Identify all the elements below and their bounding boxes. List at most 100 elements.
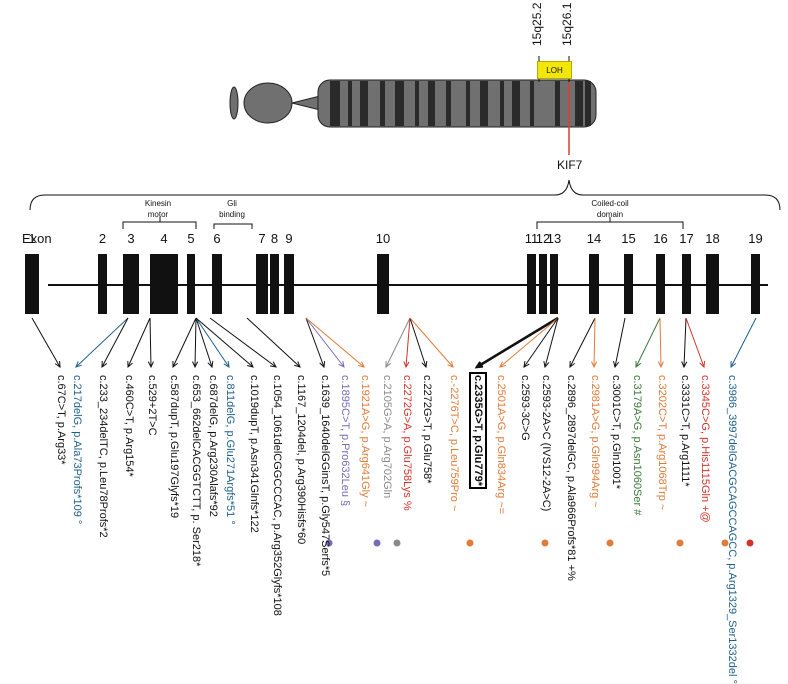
- variant-label-1: c.67C>T, p.Arg33*: [55, 375, 67, 465]
- variant-arrowhead-15: [358, 361, 365, 368]
- variant-arrowhead-31: [730, 360, 737, 369]
- exon-number-10: 10: [375, 231, 391, 246]
- exon-number-16: 16: [653, 231, 668, 246]
- chromosome-band-8: [446, 81, 451, 126]
- exon-18: [706, 254, 719, 314]
- exon-number-13: 13: [546, 231, 562, 246]
- gene-brace: [29, 179, 781, 211]
- variant-label-12: c.1167_1204del, p.Arg390Hisfs*60: [295, 375, 307, 545]
- variant-arrowhead-29: [681, 361, 688, 369]
- exon-axis-title: Exon: [22, 231, 52, 246]
- short-arm: [243, 82, 293, 124]
- chromosome-band-4: [380, 81, 385, 126]
- chromosome-band-11: [500, 81, 504, 126]
- chromosome-band-12: [512, 81, 520, 126]
- variant-arrow-1: [31, 317, 61, 368]
- variant-arrowhead-26: [613, 361, 620, 369]
- dot-marker-2: [373, 539, 381, 547]
- variant-label-31: c.3986_3997delGACGCAGCCAGCC, p.Arg1329_S…: [726, 375, 738, 684]
- variant-label-9: c.811delG, p.Glu271Argfs*51 °: [224, 375, 236, 525]
- variant-label-6: c.587dupT, p.Glu197Glyfs*19: [168, 375, 180, 519]
- exon-number-2: 2: [98, 231, 107, 246]
- exon-number-1: 1: [28, 231, 36, 246]
- exon-8: [270, 254, 279, 314]
- exon-1: [25, 254, 39, 314]
- variant-label-4: c.460C>T, p.Arg154*: [123, 375, 135, 477]
- centromere: [291, 95, 321, 111]
- variant-arrow-13: [305, 317, 325, 368]
- chromosome-band-9: [466, 81, 470, 126]
- variant-arrowhead-5: [147, 361, 154, 369]
- coiled-bracket: [536, 221, 684, 229]
- variant-arrow-5: [149, 317, 152, 368]
- chromosome-band-13: [530, 81, 534, 126]
- variant-label-27: c.3179A>G, p.Asn1060Ser #: [631, 375, 643, 516]
- exon-7: [256, 254, 268, 314]
- long-arm: [317, 79, 597, 128]
- exon-number-9: 9: [285, 231, 293, 246]
- variant-label-17: c.2272G>A, p.Glu758Lys %: [401, 375, 413, 511]
- band-label-15q25-2: 15q25.2: [530, 2, 544, 46]
- chromosome-band-3: [360, 81, 368, 126]
- chromosome-band-7: [428, 81, 435, 126]
- variant-arrow-14: [305, 317, 345, 368]
- domain-coiled-label: Coiled-coil domain: [591, 199, 629, 219]
- variant-arrowhead-18: [421, 360, 428, 369]
- variant-label-13: c.1639_1640delGGinsT, p.Gly547Serfs*5: [319, 375, 331, 577]
- variant-arrow-31: [730, 317, 757, 368]
- variant-label-28: c.3202C>T, p.Arg1068Trp ~: [656, 375, 668, 511]
- variant-label-15: c.1921A>G, p.Arg641Gly ~: [359, 375, 371, 508]
- exon-10: [377, 254, 389, 314]
- exon-number-11: 11: [524, 231, 539, 246]
- variant-label-24: c.2896_2897delGC, p.Ala966Profs*81 +%: [565, 375, 577, 581]
- variant-arrow-20: [476, 316, 559, 369]
- variant-label-25: c.2981A>G, p.Gln994Arg ~: [589, 375, 601, 508]
- variant-arrowhead-27: [635, 360, 642, 369]
- exon-2: [98, 254, 107, 314]
- variant-arrow-9: [195, 317, 230, 368]
- exon-17: [682, 254, 691, 314]
- variant-label-20: c.2335G>T, p.Glu779*: [471, 347, 485, 514]
- variant-arrow-3: [101, 317, 129, 368]
- variant-arrow-28: [659, 317, 662, 368]
- dot-marker-3: [393, 539, 401, 547]
- variant-arrow-30: [685, 317, 705, 368]
- dot-marker-6: [606, 539, 614, 547]
- variant-arrowhead-1: [54, 360, 61, 368]
- gli-bracket: [213, 223, 253, 229]
- variant-label-21: c.2501A>G, p.Gln834Arg ~=: [495, 375, 507, 515]
- chromosome-band-5: [395, 81, 404, 126]
- kif7-diagram: [25, 56, 781, 547]
- exon-19: [751, 254, 760, 314]
- variant-label-26: c.3001C>T, p.Gln1001*: [610, 375, 622, 490]
- variant-arrowhead-12: [294, 361, 301, 368]
- variant-arrowhead-16: [385, 360, 392, 369]
- variant-label-8: c.687delG, p.Arg230Alafs*92: [207, 375, 219, 517]
- variant-arrowhead-28: [657, 361, 664, 369]
- variant-label-23: c.2593-2A>C (IVS12-2A>C): [540, 375, 552, 512]
- exon-9: [284, 254, 294, 314]
- variant-label-3: c.233_234delTC, p.Leu78Profs*2: [97, 375, 109, 538]
- variant-arrowhead-30: [699, 360, 706, 369]
- variant-arrow-12: [246, 317, 301, 368]
- kinesin-bracket: [122, 221, 197, 229]
- dot-marker-8: [721, 539, 729, 547]
- variant-arrowhead-21: [499, 361, 506, 368]
- variant-arrowhead-8: [207, 360, 214, 369]
- variant-arrowhead-11: [270, 361, 277, 368]
- variant-label-22: c.2593-3C>G: [519, 375, 531, 441]
- exon-14: [589, 254, 599, 314]
- chromosome-band-10: [480, 81, 488, 126]
- exon-number-5: 5: [187, 231, 195, 246]
- variant-label-18: c.2272G>T, p.Glu758*: [421, 375, 433, 484]
- variant-arrow-8: [195, 317, 213, 368]
- variant-arrow-2: [75, 317, 129, 368]
- variant-arrow-19: [409, 317, 454, 368]
- variant-arrow-4: [127, 317, 151, 368]
- variant-arrow-27: [635, 317, 661, 368]
- variant-label-5: c.529+2T>C: [146, 375, 158, 436]
- variant-arrowhead-7: [192, 361, 199, 369]
- variant-label-11: c.1054_1061delCGGCCCAC, p.Arg352Glyfs*10…: [271, 375, 283, 616]
- exon-13: [550, 254, 558, 314]
- variant-arrow-26: [614, 317, 626, 368]
